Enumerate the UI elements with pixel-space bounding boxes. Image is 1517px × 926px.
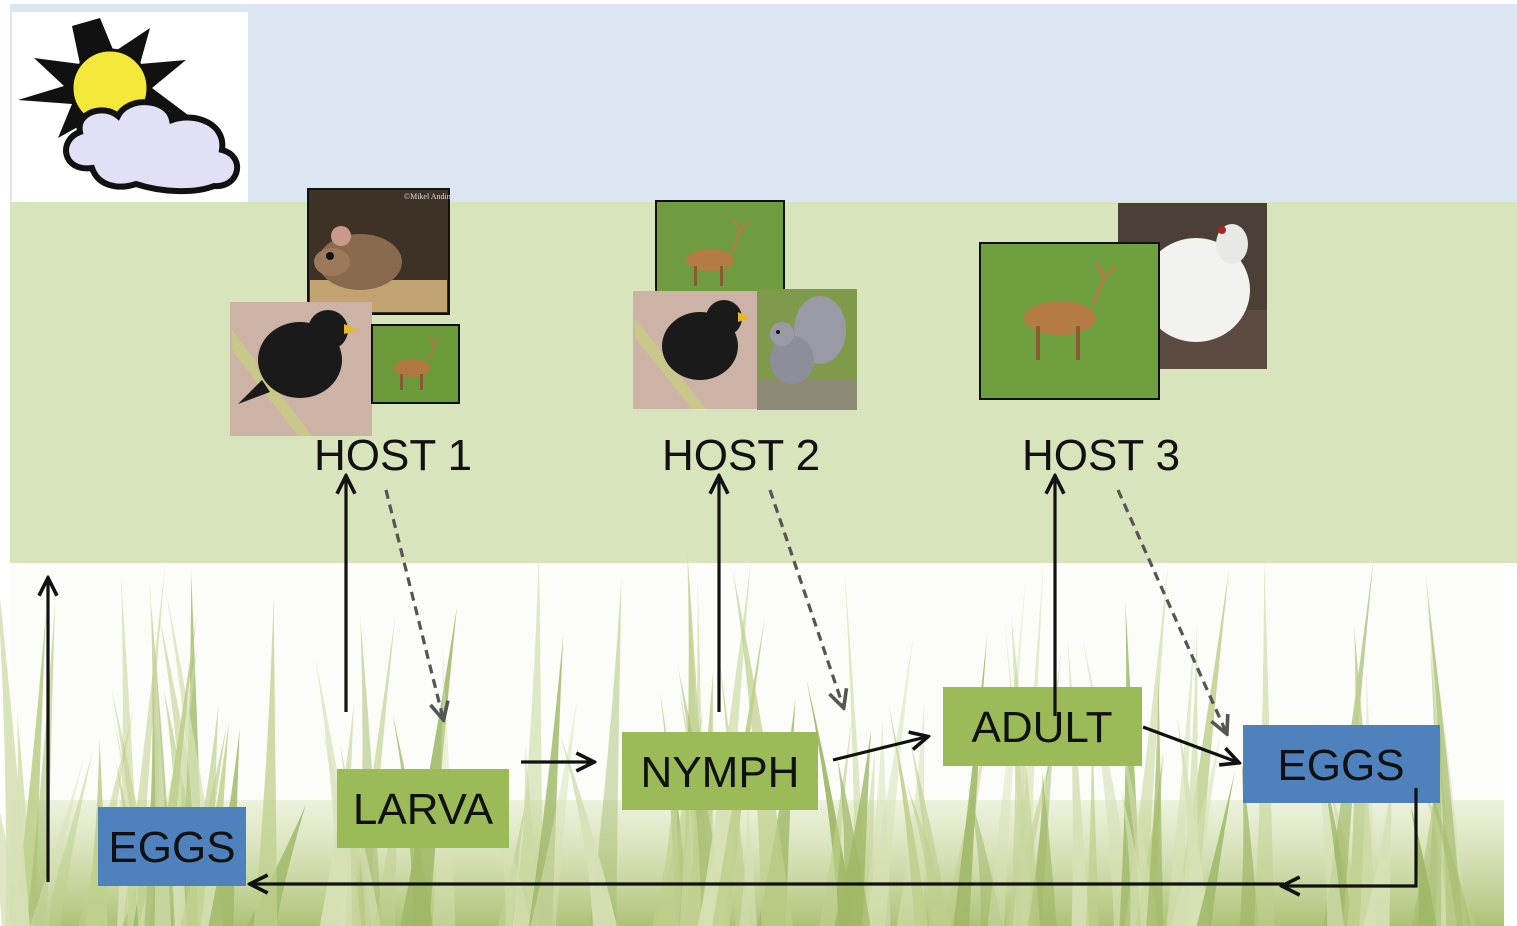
grass-blade bbox=[1146, 677, 1163, 926]
grass-blade bbox=[1363, 775, 1393, 926]
grass-blade bbox=[1124, 565, 1169, 926]
deer-photo bbox=[655, 200, 785, 294]
grass-blade bbox=[652, 786, 684, 926]
nymph-label: NYMPH bbox=[641, 748, 800, 797]
grass-blade bbox=[530, 701, 577, 926]
blackbird-photo bbox=[230, 302, 372, 436]
host1-label: HOST 1 bbox=[314, 431, 472, 480]
grass-blade bbox=[0, 598, 30, 926]
grass-blade bbox=[253, 599, 278, 926]
grass-blade bbox=[400, 606, 457, 926]
host2-to-nymph-drop-arrow bbox=[768, 489, 843, 706]
grass-blade bbox=[953, 635, 988, 926]
grass-blade bbox=[1411, 727, 1442, 926]
mouse-photo: ©Mikel Andino bbox=[307, 188, 455, 315]
host3-photos bbox=[979, 203, 1267, 400]
grass-blade bbox=[1166, 625, 1195, 926]
larva-label: LARVA bbox=[353, 785, 494, 834]
larva-box: LARVA bbox=[337, 769, 509, 848]
blackbird-photo bbox=[633, 291, 757, 409]
grass-blade bbox=[1115, 714, 1159, 926]
adult-box: ADULT bbox=[943, 687, 1142, 766]
host-dropoff-arrows bbox=[384, 489, 1226, 732]
host2-label: HOST 2 bbox=[662, 431, 820, 480]
sun-behind-cloud-icon bbox=[12, 12, 248, 202]
adult-to-eggs-arrow bbox=[1142, 725, 1237, 762]
grass-blade bbox=[967, 786, 1003, 926]
host3-label: HOST 3 bbox=[1022, 431, 1180, 480]
grass-blade bbox=[30, 758, 84, 926]
host2-photos bbox=[633, 200, 857, 410]
grass-blade bbox=[1085, 722, 1099, 926]
grass-blade bbox=[1177, 717, 1210, 926]
eggs-start-box: EGGS bbox=[98, 807, 246, 886]
grass-blade bbox=[806, 679, 855, 926]
grass-blade bbox=[1422, 784, 1476, 926]
grass-blade bbox=[589, 578, 622, 926]
eggs-end-label: EGGS bbox=[1277, 741, 1404, 790]
adult-label: ADULT bbox=[972, 703, 1113, 752]
nymph-to-adult-arrow bbox=[832, 737, 926, 762]
grass-blade bbox=[514, 551, 543, 926]
grass-blade bbox=[987, 579, 1026, 926]
grass-blade bbox=[14, 609, 47, 926]
photo-watermark: ©Mikel Andino bbox=[404, 192, 455, 201]
grass-blade bbox=[1425, 573, 1463, 926]
grass-blade bbox=[864, 639, 913, 926]
grass-blade bbox=[373, 767, 399, 926]
sky-band bbox=[10, 4, 1517, 202]
host1-photos: ©Mikel Andino bbox=[230, 188, 460, 436]
grass-blade bbox=[757, 698, 796, 926]
nymph-box: NYMPH bbox=[622, 732, 818, 810]
grass-blade bbox=[739, 792, 757, 926]
eggs-return-arrow bbox=[1284, 788, 1418, 886]
deer-photo bbox=[979, 242, 1160, 400]
lifecycle-arrows bbox=[48, 478, 1418, 886]
grass-blade bbox=[1170, 733, 1221, 926]
grass-blade bbox=[861, 717, 891, 926]
squirrel-photo bbox=[757, 289, 857, 410]
eggs-start-label: EGGS bbox=[108, 823, 235, 872]
grass-blade bbox=[560, 735, 617, 926]
eggs-end-box: EGGS bbox=[1243, 725, 1440, 803]
deer-photo bbox=[371, 324, 460, 404]
grass-blade bbox=[909, 739, 950, 926]
host1-to-larva-drop-arrow bbox=[384, 489, 443, 718]
